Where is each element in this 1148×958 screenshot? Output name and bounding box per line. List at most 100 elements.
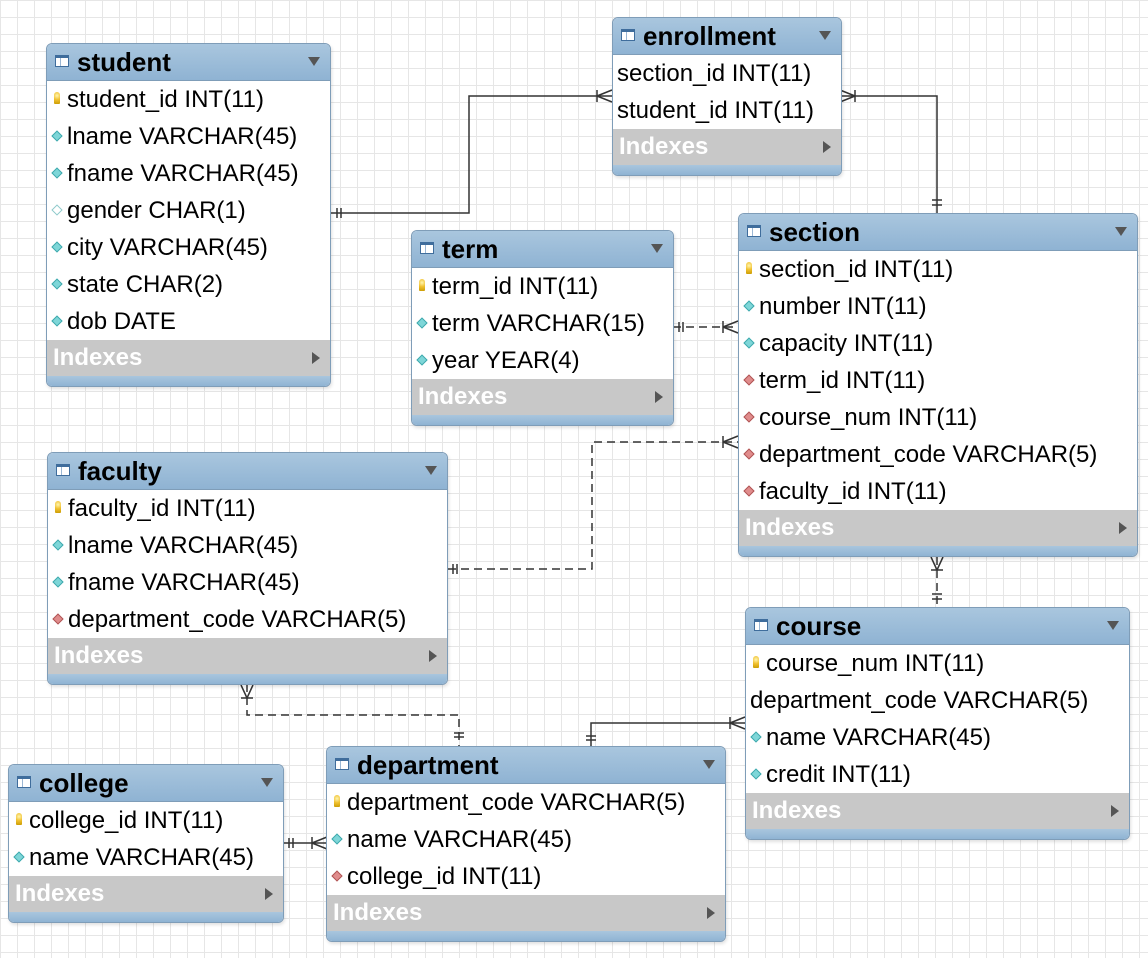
column-row[interactable]: course_num INT(11) <box>739 399 1137 436</box>
indexes-section[interactable]: Indexes <box>739 510 1137 546</box>
table-title: enrollment <box>643 21 776 51</box>
rel-term-section-many-mark <box>722 320 739 334</box>
rel-department-faculty-one-mark <box>454 732 464 738</box>
table-course[interactable]: course course_num INT(11)department_code… <box>745 607 1130 840</box>
column-icon <box>750 768 762 780</box>
chevron-right-icon[interactable] <box>1119 522 1127 534</box>
chevron-down-icon[interactable] <box>261 778 273 787</box>
table-enrollment[interactable]: enrollment section_id INT(11)student_id … <box>612 17 842 176</box>
table-department[interactable]: department department_code VARCHAR(5) nam… <box>326 746 726 942</box>
column-row[interactable]: name VARCHAR(45) <box>746 719 1129 756</box>
column-row[interactable]: college_id INT(11) <box>327 858 725 895</box>
table-header[interactable]: section <box>739 214 1137 251</box>
column-row[interactable]: section_id INT(11) <box>613 55 841 92</box>
column-row[interactable]: term_id INT(11) <box>412 268 673 305</box>
column-row[interactable]: gender CHAR(1) <box>47 192 330 229</box>
column-row[interactable]: college_id INT(11) <box>9 802 283 839</box>
column-row[interactable]: name VARCHAR(45) <box>9 839 283 876</box>
table-header[interactable]: term <box>412 231 673 268</box>
column-label: name VARCHAR(45) <box>347 826 572 853</box>
table-footer <box>739 546 1137 556</box>
column-row[interactable]: year YEAR(4) <box>412 342 673 379</box>
table-title: term <box>442 234 499 264</box>
chevron-right-icon[interactable] <box>707 907 715 919</box>
column-row[interactable]: term_id INT(11) <box>739 362 1137 399</box>
column-list: section_id INT(11)student_id INT(11) <box>613 55 841 129</box>
indexes-section[interactable]: Indexes <box>9 876 283 912</box>
table-header[interactable]: student <box>47 44 330 81</box>
column-row[interactable]: department_code VARCHAR(5) <box>48 601 447 638</box>
column-row[interactable]: term VARCHAR(15) <box>412 305 673 342</box>
column-row[interactable]: faculty_id INT(11) <box>48 490 447 527</box>
column-row[interactable]: department_code VARCHAR(5) <box>746 682 1129 719</box>
table-student[interactable]: student student_id INT(11)lname VARCHAR(… <box>46 43 331 387</box>
table-icon <box>621 29 635 41</box>
table-section[interactable]: section section_id INT(11)number INT(11)… <box>738 213 1138 557</box>
column-row[interactable]: lname VARCHAR(45) <box>47 118 330 155</box>
indexes-section[interactable]: Indexes <box>47 340 330 376</box>
chevron-down-icon[interactable] <box>1107 621 1119 630</box>
column-row[interactable]: capacity INT(11) <box>739 325 1137 362</box>
indexes-section[interactable]: Indexes <box>412 379 673 415</box>
column-row[interactable]: lname VARCHAR(45) <box>48 527 447 564</box>
table-title: course <box>776 611 862 641</box>
column-row[interactable]: fname VARCHAR(45) <box>47 155 330 192</box>
table-faculty[interactable]: faculty faculty_id INT(11)lname VARCHAR(… <box>47 452 448 685</box>
column-icon <box>13 851 25 863</box>
indexes-section[interactable]: Indexes <box>746 793 1129 829</box>
column-row[interactable]: number INT(11) <box>739 288 1137 325</box>
indexes-section[interactable]: Indexes <box>327 895 725 931</box>
chevron-down-icon[interactable] <box>1115 227 1127 236</box>
chevron-right-icon[interactable] <box>655 391 663 403</box>
chevron-right-icon[interactable] <box>1111 805 1119 817</box>
chevron-down-icon[interactable] <box>819 31 831 40</box>
table-footer <box>47 376 330 386</box>
table-header[interactable]: course <box>746 608 1129 645</box>
indexes-section[interactable]: Indexes <box>613 129 841 165</box>
chevron-down-icon[interactable] <box>703 760 715 769</box>
column-icon <box>51 130 63 142</box>
column-row[interactable]: credit INT(11) <box>746 756 1129 793</box>
rel-student-enrollment-one-mark <box>336 208 342 218</box>
column-row[interactable]: department_code VARCHAR(5) <box>739 436 1137 473</box>
column-row[interactable]: section_id INT(11) <box>739 251 1137 288</box>
indexes-section[interactable]: Indexes <box>48 638 447 674</box>
column-row[interactable]: faculty_id INT(11) <box>739 473 1137 510</box>
chevron-down-icon[interactable] <box>308 57 320 66</box>
column-row[interactable]: name VARCHAR(45) <box>327 821 725 858</box>
chevron-right-icon[interactable] <box>429 650 437 662</box>
chevron-right-icon[interactable] <box>312 352 320 364</box>
chevron-down-icon[interactable] <box>651 244 663 253</box>
column-label: department_code VARCHAR(5) <box>68 606 407 633</box>
column-label: faculty_id INT(11) <box>759 478 947 505</box>
table-college[interactable]: college college_id INT(11) name VARCHAR(4… <box>8 764 284 923</box>
column-row[interactable]: fname VARCHAR(45) <box>48 564 447 601</box>
table-header[interactable]: college <box>9 765 283 802</box>
chevron-down-icon[interactable] <box>425 466 437 475</box>
table-title: college <box>39 768 129 798</box>
table-header[interactable]: enrollment <box>613 18 841 55</box>
indexes-label: Indexes <box>53 344 143 371</box>
column-row[interactable]: student_id INT(11) <box>47 81 330 118</box>
table-icon <box>17 776 31 788</box>
table-header[interactable]: faculty <box>48 453 447 490</box>
column-row[interactable]: student_id INT(11) <box>613 92 841 129</box>
column-list: term_id INT(11)term VARCHAR(15)year YEAR… <box>412 268 673 379</box>
column-row[interactable]: city VARCHAR(45) <box>47 229 330 266</box>
column-row[interactable]: course_num INT(11) <box>746 645 1129 682</box>
table-term[interactable]: term term_id INT(11)term VARCHAR(15)year… <box>411 230 674 426</box>
column-icon <box>51 278 63 290</box>
column-icon <box>51 241 63 253</box>
chevron-right-icon[interactable] <box>823 141 831 153</box>
table-header[interactable]: department <box>327 747 725 784</box>
table-icon <box>754 619 768 631</box>
column-label: fname VARCHAR(45) <box>68 569 300 596</box>
column-row[interactable]: department_code VARCHAR(5) <box>327 784 725 821</box>
column-row[interactable]: dob DATE <box>47 303 330 340</box>
chevron-right-icon[interactable] <box>265 888 273 900</box>
column-list: section_id INT(11)number INT(11)capacity… <box>739 251 1137 510</box>
column-row[interactable]: state CHAR(2) <box>47 266 330 303</box>
column-label: college_id INT(11) <box>29 807 224 834</box>
column-icon <box>743 300 755 312</box>
